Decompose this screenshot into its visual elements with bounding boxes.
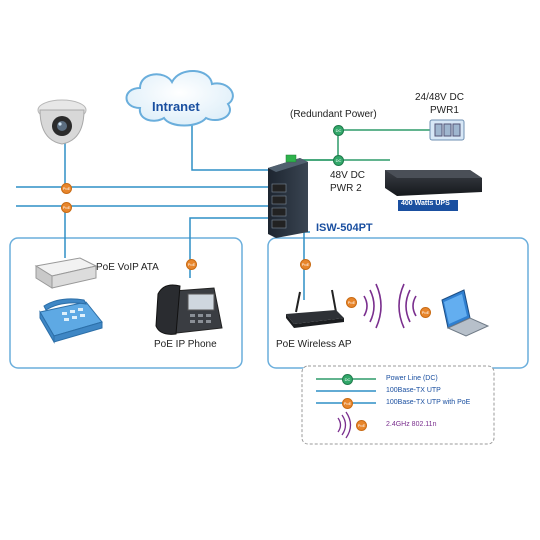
pwr1-voltage-label: 24/48V DC (415, 92, 464, 103)
laptop-icon (441, 289, 490, 337)
poe-badge-ap-radio: PoE (346, 297, 357, 308)
wireless-ap-icon (286, 289, 344, 328)
voip-ata-icon (34, 257, 98, 289)
switch-icon (268, 154, 308, 238)
poe-badge-ap: PoE (300, 259, 311, 270)
legend-dc-badge: DC (342, 374, 353, 385)
pwr2-label: PWR 2 (330, 183, 362, 194)
analog-phone-icon (39, 298, 103, 344)
dc-badge-pwr1: DC (333, 125, 344, 136)
intranet-cloud (125, 69, 234, 127)
legend-power-line-label: Power Line (DC) (386, 375, 438, 382)
legend-utp-poe-label: 100Base-TX UTP with PoE (386, 399, 471, 406)
wireless-ap-label: PoE Wireless AP (276, 339, 352, 350)
dome-camera-icon (37, 99, 87, 145)
pwr1-label: PWR1 (430, 105, 459, 116)
poe-badge-laptop: PoE (420, 307, 431, 318)
wireless-waves-icon (363, 283, 417, 329)
poe-badge-phone: PoE (186, 259, 197, 270)
switch-model-label: ISW-504PT (316, 222, 373, 234)
legend-wireless-label: 2.4GHz 802.11n (386, 421, 437, 428)
dc-badge-pwr2: DC (333, 155, 344, 166)
legend-utp-label: 100Base-TX UTP (386, 387, 441, 394)
legend-poe-badge: PoE (342, 398, 353, 409)
pwr2-voltage-label: 48V DC (330, 170, 366, 181)
voip-ata-label: PoE VoIP ATA (96, 262, 159, 273)
ip-phone-icon (155, 284, 223, 335)
intranet-label: Intranet (152, 99, 200, 114)
ups-label: 400 Watts UPS (401, 200, 450, 207)
pwr1-terminal-icon (429, 119, 465, 141)
poe-badge-ata: PoE (61, 202, 72, 213)
redundant-power-label: (Redundant Power) (290, 109, 377, 120)
power-lines (300, 129, 432, 161)
ups-icon (385, 170, 482, 211)
legend-wireless-sample (337, 411, 352, 439)
poe-badge-camera: PoE (61, 183, 72, 194)
legend-wireless-badge: PoE (356, 420, 367, 431)
ip-phone-label: PoE IP Phone (154, 339, 217, 350)
